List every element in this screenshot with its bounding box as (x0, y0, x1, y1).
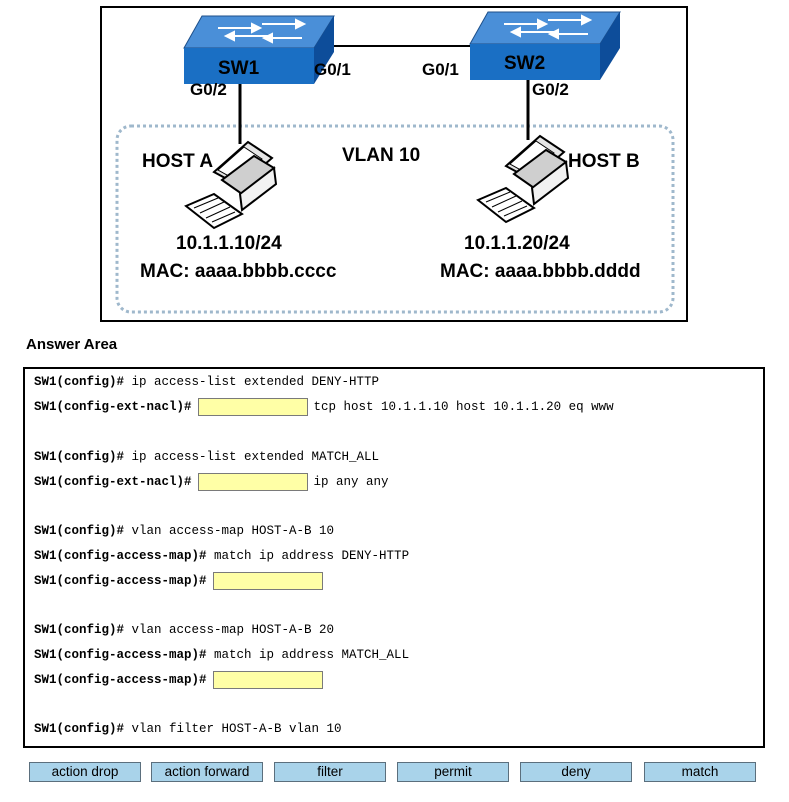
config-line: SW1(config-access-map)# (34, 571, 329, 591)
option-action-forward[interactable]: action forward (151, 762, 263, 782)
option-deny[interactable]: deny (520, 762, 632, 782)
answer-area-title: Answer Area (26, 336, 118, 353)
host-b-ip: 10.1.1.20/24 (464, 233, 570, 254)
sw2-g0-1-port-label: G0/1 (422, 60, 459, 79)
config-line: SW1(config-ext-nacl)# ip any any (34, 472, 389, 492)
cli-prompt: SW1(config)# (34, 524, 125, 538)
network-topology-diagram: SW1 SW2 G0/1 G0/1 G0/2 G0/2 VLAN 10 HOST… (100, 6, 688, 322)
cli-command: match ip address DENY-HTTP (206, 549, 410, 563)
host-b-computer-icon (476, 134, 570, 224)
config-line: SW1(config)# ip access-list extended MAT… (34, 447, 379, 467)
cli-prompt: SW1(config-ext-nacl)# (34, 400, 192, 414)
cli-prompt: SW1(config-ext-nacl)# (34, 475, 192, 489)
sw1-label: SW1 (218, 58, 260, 79)
cli-command: ip access-list extended MATCH_ALL (124, 450, 380, 464)
option-action-drop[interactable]: action drop (29, 762, 141, 782)
answer-drop-slot-1[interactable] (197, 398, 308, 416)
sw2-switch-icon (469, 11, 621, 80)
sw2-label: SW2 (504, 53, 546, 74)
cli-command: vlan access-map HOST-A-B 20 (124, 623, 335, 637)
config-line: SW1(config-access-map)# match ip address… (34, 546, 409, 566)
host-a-ip: 10.1.1.10/24 (176, 233, 282, 254)
host-b-mac: MAC: aaaa.bbbb.dddd (440, 261, 641, 282)
vlan-10-region (115, 124, 675, 314)
config-line: SW1(config)# vlan access-map HOST-A-B 10 (34, 521, 334, 541)
cli-prompt: SW1(config)# (34, 450, 125, 464)
config-answer-box: SW1(config)# ip access-list extended DEN… (23, 367, 765, 748)
cli-prompt: SW1(config)# (34, 722, 125, 736)
sw1-switch-icon (183, 15, 335, 84)
cli-command: ip any any (313, 475, 389, 489)
option-filter[interactable]: filter (274, 762, 386, 782)
host-b-label: HOST B (568, 151, 640, 172)
host-a-computer-icon (184, 140, 278, 230)
config-line: SW1(config)# ip access-list extended DEN… (34, 372, 379, 392)
answer-drop-slot-2[interactable] (197, 473, 308, 491)
vlan-label: VLAN 10 (342, 145, 421, 166)
cli-prompt: SW1(config)# (34, 623, 125, 637)
cli-prompt: SW1(config)# (34, 375, 125, 389)
cli-command: ip access-list extended DENY-HTTP (124, 375, 380, 389)
answer-drop-slot-4[interactable] (212, 671, 323, 689)
config-line: SW1(config-ext-nacl)# tcp host 10.1.1.10 … (34, 397, 614, 417)
option-permit[interactable]: permit (397, 762, 509, 782)
topology-graphics (115, 11, 675, 314)
cli-command: vlan filter HOST-A-B vlan 10 (124, 722, 342, 736)
answer-drop-slot-3[interactable] (212, 572, 323, 590)
host-a-label: HOST A (142, 151, 214, 172)
cli-prompt: SW1(config-access-map)# (34, 549, 207, 563)
config-line: SW1(config-access-map)# match ip address… (34, 645, 409, 665)
cli-command: tcp host 10.1.1.10 host 10.1.1.20 eq www (313, 400, 614, 414)
config-line: SW1(config)# vlan filter HOST-A-B vlan 1… (34, 719, 342, 739)
cli-prompt: SW1(config-access-map)# (34, 673, 207, 687)
host-a-mac: MAC: aaaa.bbbb.cccc (140, 261, 337, 282)
config-line: SW1(config-access-map)# (34, 670, 329, 690)
sw1-g0-2-port-label: G0/2 (190, 80, 227, 99)
cli-prompt: SW1(config-access-map)# (34, 648, 207, 662)
sw2-g0-2-port-label: G0/2 (532, 80, 569, 99)
cli-command: match ip address MATCH_ALL (206, 648, 410, 662)
config-line: SW1(config)# vlan access-map HOST-A-B 20 (34, 620, 334, 640)
cli-command: vlan access-map HOST-A-B 10 (124, 524, 335, 538)
option-match[interactable]: match (644, 762, 756, 782)
cli-prompt: SW1(config-access-map)# (34, 574, 207, 588)
sw1-g0-1-port-label: G0/1 (314, 60, 351, 79)
